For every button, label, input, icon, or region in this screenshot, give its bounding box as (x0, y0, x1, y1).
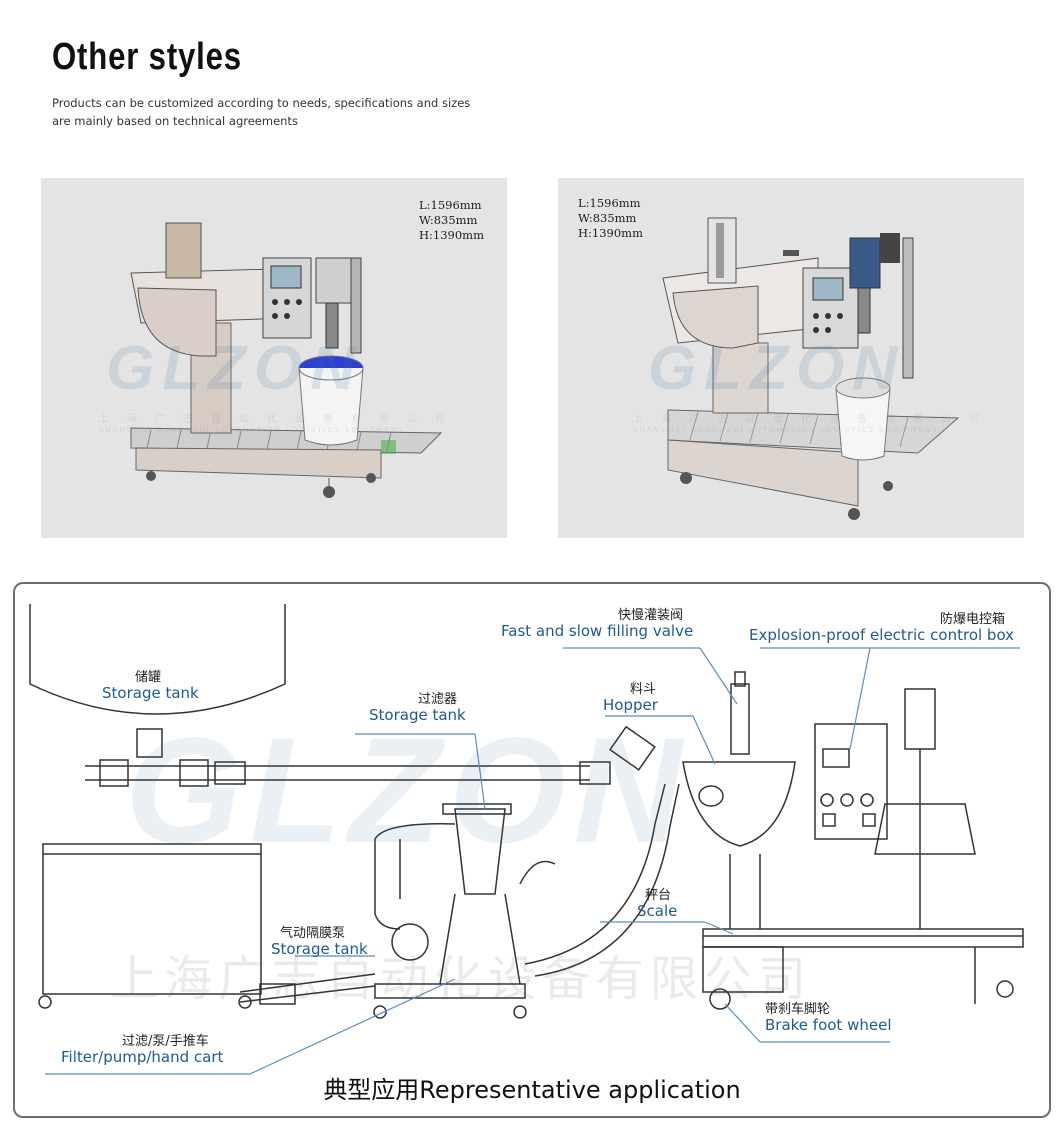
label-storage-tank-zh: 储罐 (135, 670, 162, 685)
page-subtitle: Products can be customized according to … (52, 96, 471, 128)
dim-length: L:1596mm (578, 196, 641, 210)
label-hopper-zh: 料斗 (630, 682, 657, 697)
label-filter-zh: 过滤器 (418, 692, 458, 707)
diagram-caption: 典型应用Representative application (323, 1076, 741, 1104)
label-scale-zh: 秤台 (645, 888, 672, 903)
label-wheel-en: Brake foot wheel (765, 1016, 892, 1034)
watermark-en-right: SHANGHAI GUANGZHI AUTOMATION LOGISTICS E… (633, 426, 939, 434)
machine-drawing-right (662, 217, 960, 520)
watermark-cn-diagram: 上海广志自动化设备有限公司 (110, 951, 813, 1007)
label-hopper-en: Hopper (603, 696, 658, 714)
label-storage-tank-en: Storage tank (102, 684, 199, 702)
application-diagram: GLZON 上海广志自动化设备有限公司 储罐 Storage tank 过滤器 … (13, 582, 1051, 1118)
label-scale-en: Scale (637, 902, 678, 920)
diagram-drawing (29, 604, 1024, 1075)
dim-width: W:835mm (578, 211, 637, 225)
machine-drawing-left (130, 222, 443, 498)
dim-width: W:835mm (419, 213, 478, 227)
label-pump-en: Storage tank (271, 940, 368, 958)
machine-image-right: L:1596mm W:835mm H:1390mm GLZON 上海广志自动化设… (558, 178, 1024, 538)
label-cart-en: Filter/pump/hand cart (61, 1048, 224, 1066)
watermark-logo-left: GLZON (106, 334, 363, 403)
dim-height: H:1390mm (419, 228, 484, 242)
dimensions-left: L:1596mm W:835mm H:1390mm (419, 198, 484, 243)
dim-length: L:1596mm (419, 198, 482, 212)
label-valve-zh: 快慢灌装阀 (618, 608, 684, 623)
page-title: Other styles (52, 36, 242, 78)
label-control-box-zh: 防爆电控箱 (940, 612, 1006, 627)
machine-image-left: L:1596mm W:835mm H:1390mm GLZON 上海广志自动化设… (41, 178, 507, 538)
dim-height: H:1390mm (578, 226, 643, 240)
dimensions-right: L:1596mm W:835mm H:1390mm (578, 196, 643, 241)
label-control-box-en: Explosion-proof electric control box (749, 626, 1015, 644)
watermark-cn-left: 上海广志自动化设备有限公司 (99, 414, 463, 425)
watermark-cn-right: 上海广志自动化设备有限公司 (633, 414, 997, 425)
watermark-logo-diagram: GLZON (125, 706, 690, 874)
watermark-logo-right: GLZON (648, 334, 905, 403)
watermark-en-left: SHANGHAI GUANGZHI AUTOMATION LOGISTICS E… (99, 426, 405, 434)
label-wheel-zh: 带刹车脚轮 (765, 1002, 831, 1017)
label-cart-zh: 过滤/泵/手推车 (122, 1034, 209, 1049)
label-filter-en: Storage tank (369, 706, 466, 724)
label-pump-zh: 气动隔膜泵 (280, 926, 346, 941)
label-valve-en: Fast and slow filling valve (501, 622, 694, 640)
